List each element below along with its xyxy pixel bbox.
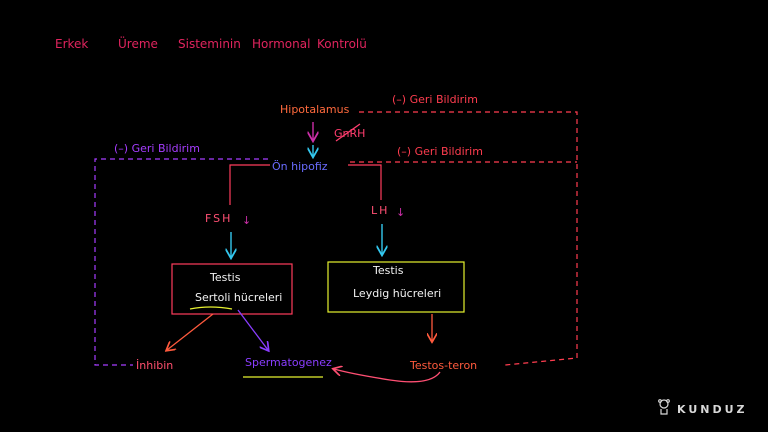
title-word-1: Erkek	[55, 37, 88, 51]
lh-label: LH	[371, 204, 389, 217]
feedback-label-top-right: (–) Geri Bildirim	[392, 93, 478, 106]
fsh-label: FSH	[205, 212, 232, 225]
inhibin-label: İnhibin	[136, 359, 173, 372]
title-word-5: Kontrolü	[317, 37, 367, 51]
sertoli-underline	[189, 306, 233, 310]
hipofiz-to-lh-line	[348, 164, 382, 200]
leydig-box	[327, 261, 465, 313]
feedback-label-left: (–) Geri Bildirim	[114, 142, 200, 155]
spermatogenez-label: Spermatogenez	[245, 356, 332, 369]
testis-right-title: Testis	[372, 264, 404, 277]
lh-down-arrow: ↓	[396, 206, 405, 219]
hipofiz-to-fsh-line	[229, 164, 270, 205]
fsh-down-arrow: ↓	[242, 214, 251, 227]
feedback-loop-left	[94, 158, 268, 366]
hipotalamus-label: Hipotalamus	[280, 103, 350, 116]
beaver-icon	[658, 399, 670, 415]
sertoli-box	[171, 263, 293, 315]
testosteron-to-spermatogenez-arrow	[334, 369, 441, 383]
leydig-label: Leydig hücreleri	[353, 287, 441, 300]
sertoli-label: Sertoli hücreleri	[195, 291, 282, 304]
testosteron-label: Testos-teron	[409, 359, 477, 372]
gnrh-strike	[335, 123, 361, 142]
on-hipofiz-label: Ön hipofiz	[272, 160, 328, 173]
brand-name: KUNDUZ	[677, 403, 748, 416]
title-word-4: Hormonal	[252, 37, 310, 51]
brand-logo: KUNDUZ	[658, 399, 748, 416]
feedback-loop-top	[359, 111, 578, 366]
title: Erkek Üreme Sisteminin Hormonal Kontrolü	[55, 35, 367, 51]
feedback-label-mid-right: (–) Geri Bildirim	[397, 145, 483, 158]
title-word-2: Üreme	[118, 35, 158, 51]
title-word-3: Sisteminin	[178, 37, 241, 51]
testis-left-title: Testis	[209, 271, 241, 284]
sertoli-to-inhibin-arrow	[167, 313, 214, 350]
gnrh-label: GnRH	[334, 127, 365, 140]
sertoli-to-spermatogenez-arrow	[237, 309, 268, 350]
